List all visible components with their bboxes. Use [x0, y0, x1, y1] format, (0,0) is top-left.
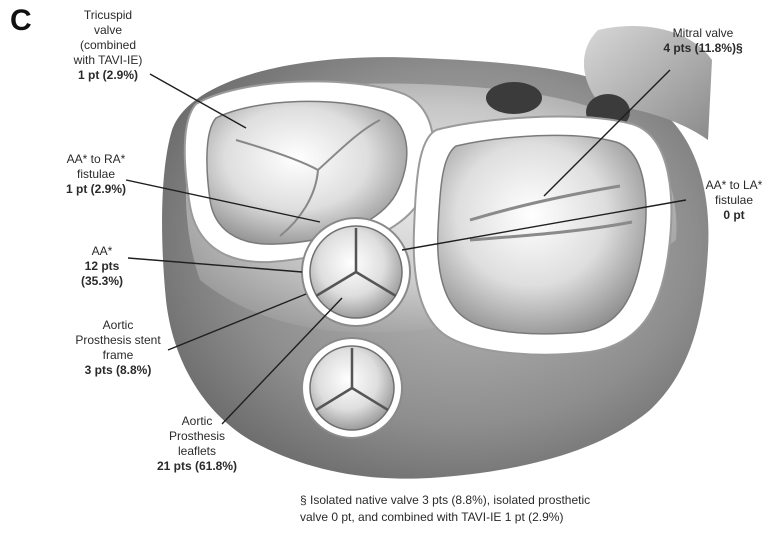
label-aa-count1: 12 pts	[72, 259, 132, 274]
label-aa-ra-l2: fistulae	[48, 167, 144, 182]
label-leaflets-l2: Prosthesis	[142, 429, 252, 444]
label-stent-l3: frame	[52, 348, 184, 363]
footnote: § Isolated native valve 3 pts (8.8%), is…	[300, 492, 770, 526]
label-tricuspid-l2: valve	[52, 23, 164, 38]
label-tricuspid-count: 1 pt (2.9%)	[52, 68, 164, 83]
label-stent-l1: Aortic	[52, 318, 184, 333]
panel-letter: C	[10, 4, 32, 38]
label-tricuspid-l3: (combined	[52, 38, 164, 53]
label-mitral-count: 4 pts (11.8%)§	[640, 41, 766, 56]
label-tricuspid: Tricuspid valve (combined with TAVI-IE) …	[52, 8, 164, 83]
label-aa-ra: AA* to RA* fistulae 1 pt (2.9%)	[48, 152, 144, 197]
footnote-line2: valve 0 pt, and combined with TAVI-IE 1 …	[300, 509, 770, 526]
label-tricuspid-l1: Tricuspid	[52, 8, 164, 23]
label-aa-ra-count: 1 pt (2.9%)	[48, 182, 144, 197]
label-tricuspid-l4: with TAVI-IE)	[52, 53, 164, 68]
label-aa-ra-l1: AA* to RA*	[48, 152, 144, 167]
label-aa-count2: (35.3%)	[72, 274, 132, 289]
label-aa: AA* 12 pts (35.3%)	[72, 244, 132, 289]
label-aa-la-l2: fistulae	[690, 193, 778, 208]
label-stent-l2: Prosthesis stent	[52, 333, 184, 348]
label-aa-la-count: 0 pt	[690, 208, 778, 223]
footnote-line1: § Isolated native valve 3 pts (8.8%), is…	[300, 492, 770, 509]
label-aa-la: AA* to LA* fistulae 0 pt	[690, 178, 778, 223]
label-aa-la-l1: AA* to LA*	[690, 178, 778, 193]
label-mitral: Mitral valve 4 pts (11.8%)§	[640, 26, 766, 56]
label-leaflets-count: 21 pts (61.8%)	[142, 459, 252, 474]
pulmonary-vein-left	[486, 82, 542, 114]
label-stent-count: 3 pts (8.8%)	[52, 363, 184, 378]
label-aa-l1: AA*	[72, 244, 132, 259]
label-leaflets-l3: leaflets	[142, 444, 252, 459]
label-leaflets: Aortic Prosthesis leaflets 21 pts (61.8%…	[142, 414, 252, 474]
label-stent: Aortic Prosthesis stent frame 3 pts (8.8…	[52, 318, 184, 378]
label-mitral-l1: Mitral valve	[640, 26, 766, 41]
label-leaflets-l1: Aortic	[142, 414, 252, 429]
